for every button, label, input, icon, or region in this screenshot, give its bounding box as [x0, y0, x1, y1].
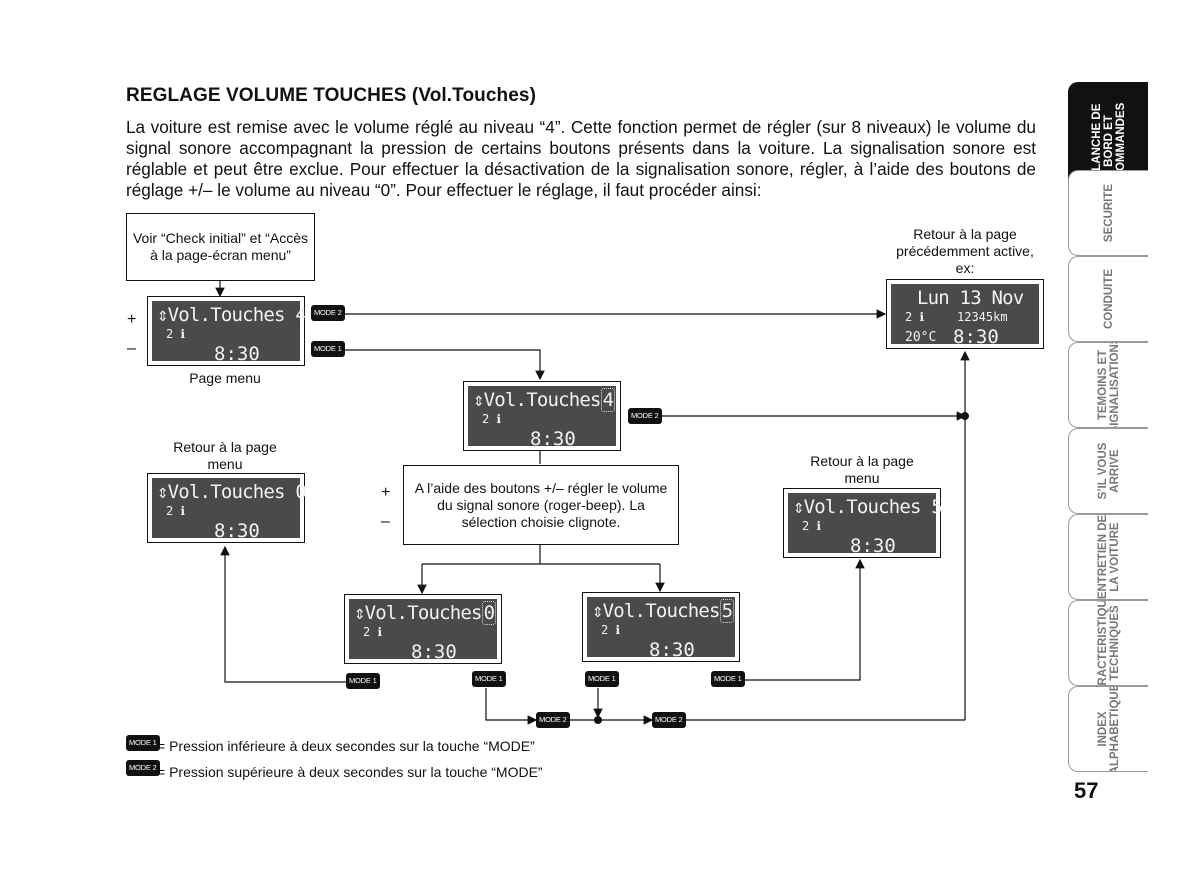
lcd-value: 5 — [931, 496, 942, 518]
lcd-value: 4 — [295, 304, 306, 326]
minus-sign: – — [127, 340, 136, 357]
plus-sign: + — [381, 484, 391, 501]
tab-caracteristiques[interactable]: CARACTERISTIQUES TECHNIQUES — [1068, 600, 1148, 686]
tab-label: TEMOINS ET SIGNALISATIONS — [1096, 342, 1121, 428]
lcd-label: ⇕Vol.Touches — [592, 600, 720, 622]
mode1-badge: MODE 1 — [311, 341, 345, 357]
lcd-time: 8:30 — [530, 428, 576, 450]
intro-paragraph: La voiture est remise avec le volume rég… — [126, 117, 1036, 200]
lcd-value-blinking: 5 — [719, 599, 735, 623]
lcd-label: ⇕Vol.Touches — [473, 389, 601, 411]
return-menu-right-caption: Retour à la page menu — [810, 453, 914, 486]
page-menu-caption: Page menu — [189, 370, 261, 386]
lcd-temperature: 20°C — [905, 330, 937, 345]
lcd-time: 8:30 — [214, 520, 260, 542]
page-number: 57 — [1074, 778, 1099, 803]
lcd-previous-page: Lun 13 Nov 2 ℹ 12345km 20°C 8:30 — [886, 279, 1044, 349]
lcd-time: 8:30 — [850, 535, 896, 557]
lcd-line2: 2 ℹ — [905, 310, 925, 324]
tab-label: CONDUITE — [1102, 268, 1115, 330]
return-previous-caption: Retour à la page précédemment active, ex… — [896, 226, 1034, 276]
tab-securite[interactable]: SECURITE — [1068, 170, 1148, 256]
lcd-label: ⇕Vol.Touches — [354, 602, 482, 624]
mode1-badge: MODE 1 — [346, 673, 380, 689]
tab-label: SECURITE — [1102, 183, 1115, 243]
lcd-line2: 2 ℹ — [363, 625, 383, 639]
lcd-time: 8:30 — [411, 641, 457, 663]
mode2-badge: MODE 2 — [628, 408, 662, 424]
lcd-value-blinking: 4 — [600, 388, 616, 412]
lcd-time: 8:30 — [649, 639, 695, 661]
plus-sign: + — [127, 311, 137, 328]
legend-mode1-badge: MODE 1 — [126, 735, 160, 751]
lcd-label: ⇕Vol.Touches — [157, 304, 285, 326]
legend-mode2-text: = Pression supérieure à deux secondes su… — [157, 764, 543, 780]
mode2-badge: MODE 2 — [311, 305, 345, 321]
return-menu-left-caption: Retour à la page menu — [173, 439, 277, 472]
lcd-odometer: 12345km — [957, 310, 1008, 324]
lcd-line2: 2 ℹ — [601, 623, 621, 637]
tab-entretien[interactable]: ENTRETIEN DE LA VOITURE — [1068, 514, 1148, 600]
tab-label: S’IL VOUS ARRIVE — [1096, 442, 1121, 500]
mode1-badge: MODE 1 — [472, 671, 506, 687]
lcd-value: 0 — [295, 481, 306, 503]
lcd-line2: 2 ℹ — [802, 519, 822, 533]
lcd-page-menu: ⇕Vol.Touches 4 2 ℹ 8:30 — [147, 296, 307, 366]
mode1-badge: MODE 1 — [585, 671, 619, 687]
lcd-line2: 2 ℹ — [166, 504, 186, 518]
section-title: REGLAGE VOLUME TOUCHES (Vol.Touches) — [126, 85, 537, 106]
tab-label: INDEX ALPHABETIQUE — [1096, 686, 1121, 772]
tab-index[interactable]: INDEX ALPHABETIQUE — [1068, 686, 1148, 772]
lcd-time: 8:30 — [953, 326, 999, 348]
lcd-line2: 2 ℹ — [482, 412, 502, 426]
tab-label: CARACTERISTIQUES TECHNIQUES — [1096, 600, 1121, 686]
tab-sil-vous-arrive[interactable]: S’IL VOUS ARRIVE — [1068, 428, 1148, 514]
mode1-badge: MODE 1 — [711, 671, 745, 687]
tab-label: ENTRETIEN DE LA VOITURE — [1096, 514, 1121, 600]
legend-mode1-text: = Pression inférieure à deux secondes su… — [157, 738, 535, 754]
lcd-time: 8:30 — [214, 343, 260, 365]
start-box: Voir “Check initial” et “Accès à la page… — [126, 213, 315, 281]
lcd-value-blinking: 0 — [481, 601, 497, 625]
mode2-badge: MODE 2 — [652, 712, 686, 728]
minus-sign: – — [381, 513, 390, 530]
lcd-line2: 2 ℹ — [166, 327, 186, 341]
mode2-badge: MODE 2 — [536, 712, 570, 728]
tab-temoins[interactable]: TEMOINS ET SIGNALISATIONS — [1068, 342, 1148, 428]
lcd-label: ⇕Vol.Touches — [793, 496, 921, 518]
tab-conduite[interactable]: CONDUITE — [1068, 256, 1148, 342]
lcd-return-left: ⇕Vol.Touches 0 2 ℹ 8:30 — [147, 473, 307, 543]
adjust-instructions-box: A l’aide des boutons +/– régler le volum… — [403, 465, 679, 545]
lcd-return-right: ⇕Vol.Touches 5 2 ℹ 8:30 — [783, 488, 943, 558]
lcd-date: Lun 13 Nov — [917, 287, 1024, 309]
lcd-label: ⇕Vol.Touches — [157, 481, 285, 503]
legend-mode2-badge: MODE 2 — [126, 760, 160, 776]
tab-label: PLANCHE DE BORD ET COMMANDES — [1090, 102, 1127, 180]
